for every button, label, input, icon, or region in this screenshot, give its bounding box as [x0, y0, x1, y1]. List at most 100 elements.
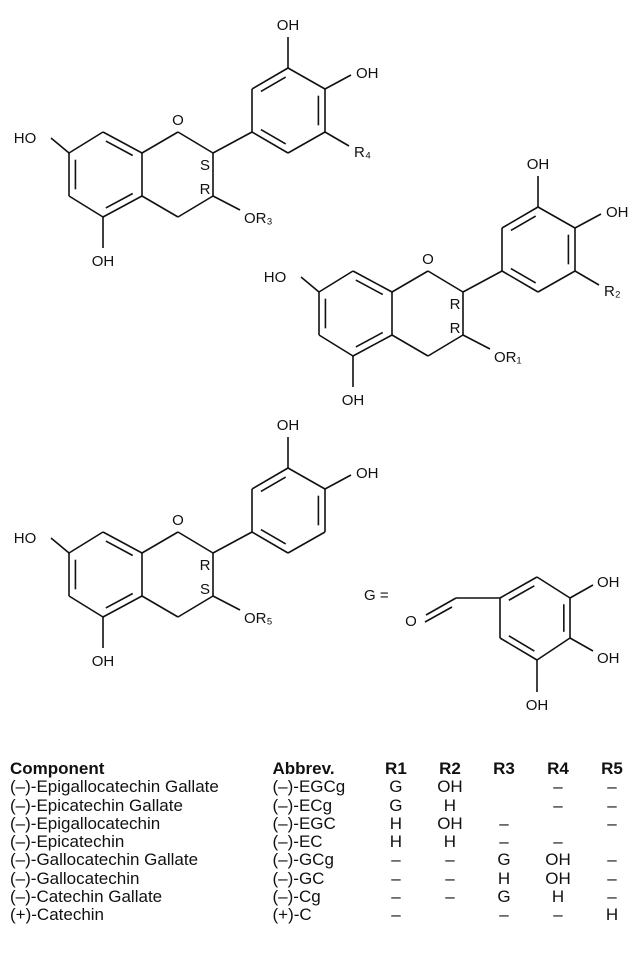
cell-r2: H [443, 795, 457, 815]
ring-bond [318, 334, 354, 357]
double-bond-inner [510, 215, 537, 232]
ring-bond [499, 576, 538, 599]
bond [424, 606, 453, 623]
cell-component: (–)-Catechin Gallate [10, 887, 163, 907]
label-ring-oxygen: O [172, 512, 184, 529]
cell-abbrev: (–)-Cg [272, 887, 321, 907]
bond [427, 270, 464, 293]
label-oh-a-ring: OH [92, 253, 115, 270]
label-c3-substituent: OR₁ [494, 349, 522, 366]
ring-bond [536, 637, 571, 661]
bond [391, 270, 429, 293]
ring-bond [537, 270, 576, 293]
cell-r3: G [497, 850, 511, 870]
double-bond-inner [105, 540, 134, 557]
double-bond-inner [105, 592, 134, 609]
structures-diagram: HO OH O S R OR₃ OH OH R₄ HO OH O R R OR₁… [14, 17, 629, 714]
cell-component: (–)-Gallocatechin [10, 868, 140, 888]
double-bond-inner [508, 635, 535, 652]
header-r4: R4 [547, 759, 569, 778]
ring-bond [251, 131, 289, 154]
cell-r3: – [499, 905, 509, 925]
label-ring-oxygen: O [422, 251, 434, 268]
ring-bond [68, 595, 104, 618]
ring-bond [352, 270, 393, 293]
table-row: (+)-Catechin(+)-C–––H [10, 905, 639, 925]
bond [324, 74, 352, 90]
ring-bond [251, 531, 289, 554]
header-r3: R3 [493, 759, 515, 778]
cell-abbrev: (–)-EGCg [272, 777, 346, 797]
bond [574, 270, 600, 286]
bond [569, 637, 594, 652]
bond [177, 195, 214, 218]
cell-r5: – [607, 777, 617, 797]
double-bond-inner [510, 267, 537, 284]
cell-r2: – [445, 887, 455, 907]
label-oh-b-top: OH [277, 17, 300, 34]
cell-r4: – [553, 905, 563, 925]
cell-r4: – [553, 777, 563, 797]
ring-bond [102, 195, 143, 218]
cell-abbrev: (–)-EC [272, 832, 323, 852]
cell-r4: H [551, 887, 565, 907]
double-bond-inner [355, 279, 384, 296]
ring-bond [68, 195, 104, 218]
cell-abbrev: (–)-EGC [272, 813, 336, 833]
cell-r2: H [443, 832, 457, 852]
bond [462, 334, 491, 350]
label-oh-b-top: OH [527, 156, 550, 173]
cell-r4: OH [545, 850, 571, 870]
cell-r2: – [445, 868, 455, 888]
bond [212, 531, 253, 554]
bond [141, 195, 179, 218]
bond [427, 334, 464, 357]
bond [212, 595, 241, 611]
double-bond-inner [260, 128, 287, 145]
ring-bond [251, 467, 289, 490]
ring-bond [318, 270, 354, 293]
ring-bond [536, 576, 571, 599]
bond [212, 131, 253, 154]
cell-r2: – [445, 850, 455, 870]
ring-bond [287, 467, 326, 490]
ring-bond [102, 595, 143, 618]
cell-r5: – [607, 868, 617, 888]
ring-bond [68, 131, 104, 154]
cell-r5 [585, 833, 639, 851]
bond [177, 531, 214, 554]
label-oh-a-ring: OH [342, 392, 365, 409]
cell-r1: G [389, 795, 403, 815]
label-c3-config: R [200, 181, 211, 198]
cell-r1: – [391, 887, 401, 907]
cell-r3: G [497, 887, 511, 907]
ring-bond [499, 637, 538, 661]
bond [425, 597, 457, 616]
label-r-substituent: R₂ [604, 283, 621, 300]
header-abbrev: Abbrev. [272, 759, 335, 778]
double-bond-inner [260, 528, 287, 545]
cell-r1: – [391, 868, 401, 888]
cell-r2: OH [437, 813, 463, 833]
cell-component: (–)-Epigallocatechin [10, 813, 161, 833]
bonds [300, 176, 602, 387]
bonds [424, 576, 594, 692]
components-table: Component Abbrev. R1 R2 R3 R4 R5 (–)-Epi… [10, 759, 639, 925]
cell-r5: – [607, 850, 617, 870]
label-oh-top: OH [597, 574, 620, 591]
cell-abbrev: (–)-ECg [272, 795, 333, 815]
header-r2: R2 [439, 759, 461, 778]
ring-bond [287, 531, 326, 554]
ring-bond [102, 131, 143, 154]
cell-r4: – [553, 795, 563, 815]
ring-bond [287, 67, 326, 90]
cell-r1: H [389, 813, 403, 833]
table-header-row: Component Abbrev. R1 R2 R3 R4 R5 [10, 759, 639, 778]
double-bond-inner [105, 140, 134, 157]
cell-r1: H [389, 832, 403, 852]
